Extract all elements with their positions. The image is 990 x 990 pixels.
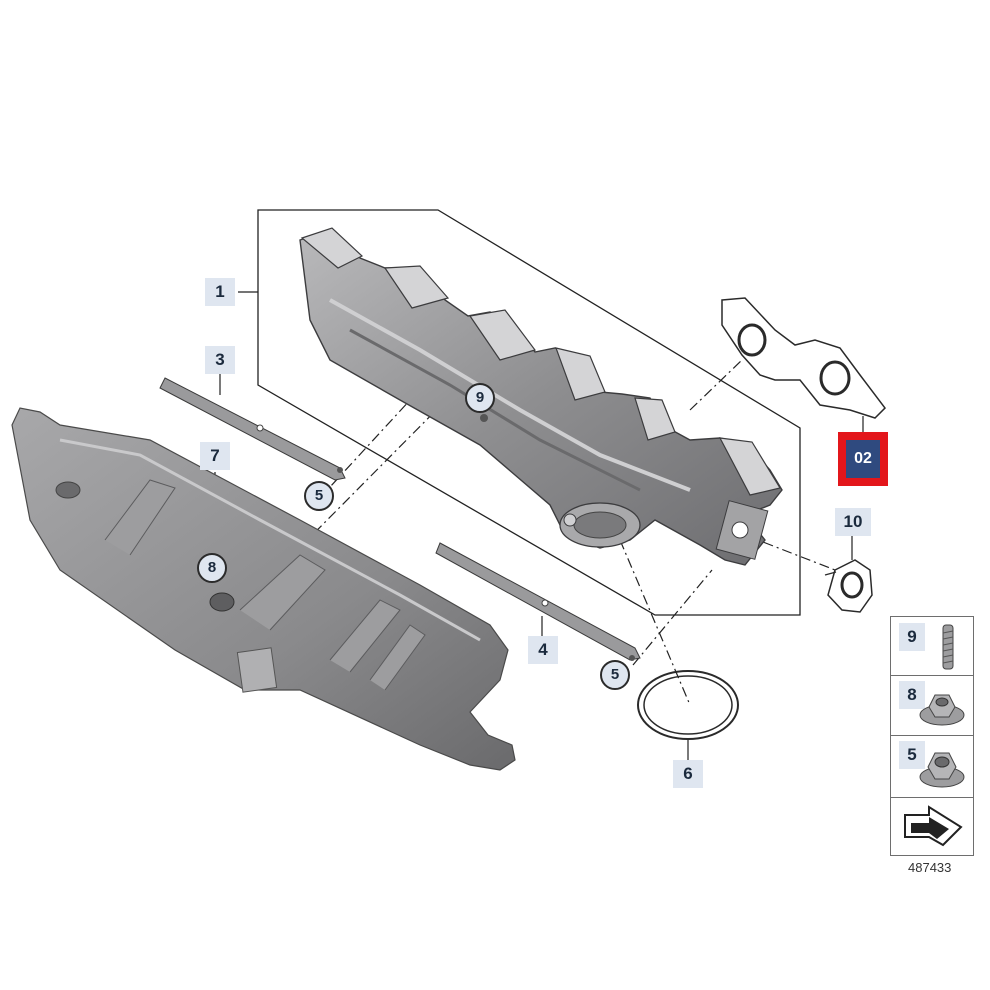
callout-1: 1 [205, 278, 235, 306]
seal-ring-6 [637, 670, 739, 740]
heat-shield [11, 407, 516, 771]
legend-row-5: 5 [891, 735, 973, 798]
stud-icon [942, 624, 954, 670]
collar-nut-icon [919, 752, 965, 788]
callout-10: 10 [835, 508, 871, 536]
arrow-symbol-icon [904, 805, 963, 847]
highlight-marker-02: 02 [838, 432, 888, 486]
callout-4: 4 [528, 636, 558, 664]
callout-8-circle: 8 [197, 553, 227, 583]
legend-row-9: 9 [891, 617, 973, 676]
strap-3 [159, 377, 346, 481]
callout-7: 7 [200, 442, 230, 470]
legend-num-9: 9 [899, 623, 925, 651]
manifold-gasket-02 [721, 297, 886, 419]
callout-6: 6 [673, 760, 703, 788]
diagram-reference-number: 487433 [908, 860, 952, 875]
callout-3: 3 [205, 346, 235, 374]
legend-row-symbol [891, 797, 973, 855]
legend-row-8: 8 [891, 675, 973, 736]
callout-5-circle-upper: 5 [304, 481, 334, 511]
exhaust-manifold [299, 227, 783, 566]
collar-nut-icon [919, 694, 965, 726]
assembly-frame [257, 209, 801, 616]
parts-legend: 9 8 5 [890, 616, 974, 856]
highlight-label-02: 02 [846, 440, 880, 478]
callout-9-circle: 9 [465, 383, 495, 413]
strap-4 [435, 542, 641, 661]
callout-5-circle-lower: 5 [600, 660, 630, 690]
fastener-markers [337, 414, 635, 661]
legend-num-5: 5 [899, 741, 925, 769]
legend-num-8: 8 [899, 681, 925, 709]
gasket-10 [824, 559, 873, 613]
